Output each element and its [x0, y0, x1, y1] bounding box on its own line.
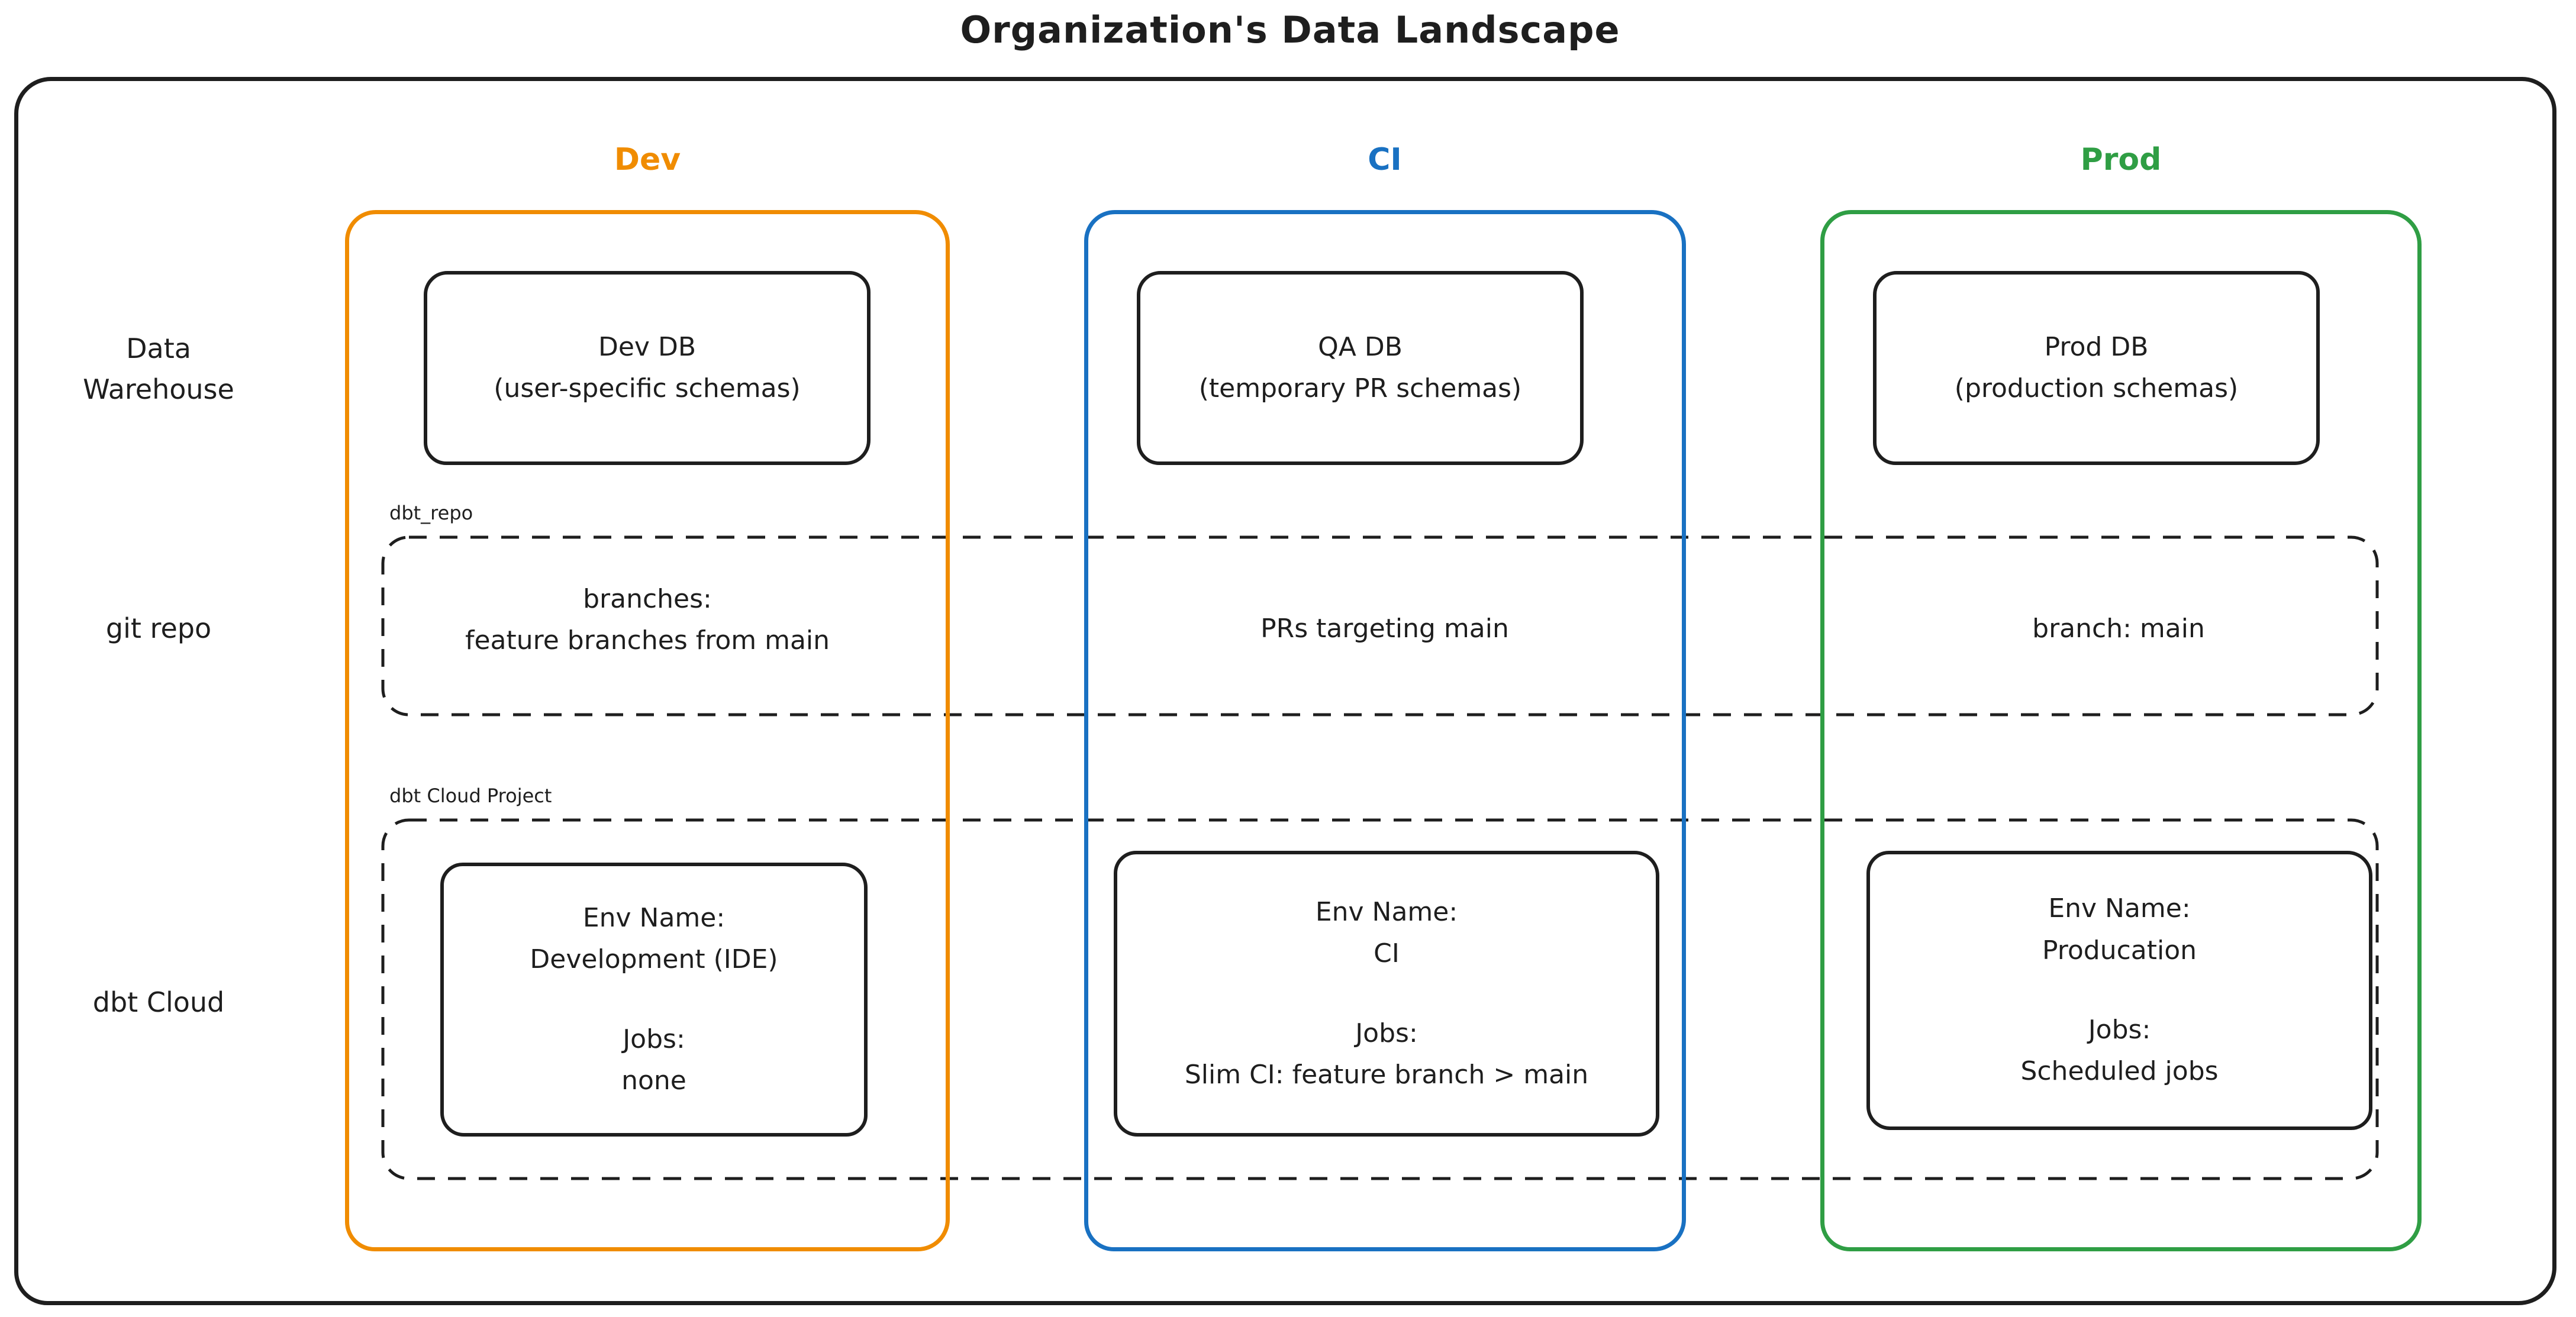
outer-container	[14, 77, 2556, 1305]
jobs-label: Jobs:	[623, 1024, 685, 1054]
env-box-dev: Env Name: Development (IDE) Jobs: none	[440, 863, 868, 1137]
qa-db-subtitle: (temporary PR schemas)	[1198, 373, 1522, 404]
git-cell-dev: branches: feature branches from main	[465, 584, 830, 656]
dev-db-title: Dev DB	[598, 331, 697, 362]
env-name-label: Env Name:	[2048, 893, 2191, 924]
git-band-label: dbt_repo	[389, 502, 473, 524]
column-prod	[1820, 210, 2422, 1251]
qa-db-box: QA DB (temporary PR schemas)	[1137, 271, 1584, 465]
dbt-cloud-project-dashed-band	[381, 818, 2379, 1180]
dev-db-subtitle: (user-specific schemas)	[494, 373, 801, 404]
env-box-ci: Env Name: CI Jobs: Slim CI: feature bran…	[1114, 851, 1659, 1137]
column-ci	[1084, 210, 1686, 1251]
jobs-value: Slim CI: feature branch > main	[1184, 1059, 1589, 1090]
jobs-value: Scheduled jobs	[2020, 1056, 2219, 1087]
column-header-dev: Dev	[614, 142, 681, 177]
page-title: Organization's Data Landscape	[960, 8, 1620, 51]
git-cell-ci: PRs targeting main	[1260, 614, 1509, 644]
column-dev	[345, 210, 950, 1251]
dbt-band-label: dbt Cloud Project	[389, 785, 552, 807]
prod-db-subtitle: (production schemas)	[1954, 373, 2239, 404]
git-repo-dashed-band	[381, 535, 2379, 716]
env-box-prod: Env Name: Producation Jobs: Scheduled jo…	[1866, 851, 2372, 1130]
prod-db-box: Prod DB (production schemas)	[1873, 271, 2320, 465]
qa-db-title: QA DB	[1318, 331, 1403, 362]
prod-db-title: Prod DB	[2044, 331, 2149, 362]
env-name-label: Env Name:	[582, 902, 726, 933]
env-name-label: Env Name:	[1315, 896, 1458, 927]
env-name-value: CI	[1374, 938, 1400, 969]
column-header-prod: Prod	[2080, 142, 2162, 177]
env-name-value: Development (IDE)	[530, 944, 778, 975]
jobs-value: none	[621, 1065, 686, 1096]
jobs-label: Jobs:	[2088, 1015, 2151, 1045]
git-cell-prod: branch: main	[2032, 614, 2205, 644]
dev-db-box: Dev DB (user-specific schemas)	[424, 271, 871, 465]
row-label-dbt-cloud: dbt Cloud	[92, 986, 225, 1018]
jobs-label: Jobs:	[1355, 1018, 1418, 1048]
env-name-value: Producation	[2042, 935, 2197, 966]
column-header-ci: CI	[1368, 142, 1402, 177]
row-label-data-warehouse: Data Warehouse	[83, 333, 234, 405]
row-label-git-repo: git repo	[105, 612, 212, 644]
